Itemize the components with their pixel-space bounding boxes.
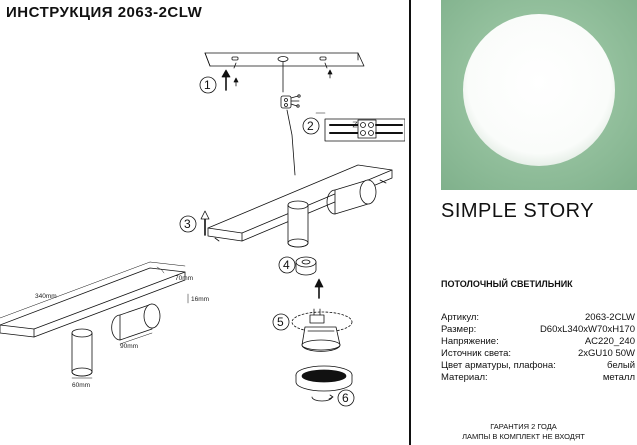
step-marker-1 bbox=[199, 76, 217, 94]
spec-row-light-source: Источник света: 2xGU10 50W bbox=[441, 348, 635, 360]
product-type: ПОТОЛОЧНЫЙ СВЕТИЛЬНИК bbox=[441, 279, 573, 289]
lamp-body-step3 bbox=[207, 164, 393, 248]
spec-value: 2xGU10 50W bbox=[577, 348, 635, 359]
spec-key: Напряжение: bbox=[441, 336, 499, 347]
step-number-5: 5 bbox=[277, 315, 284, 329]
step-number-4: 4 bbox=[283, 258, 290, 272]
spec-value: D60xL340xW70xH170 bbox=[539, 324, 635, 335]
socket-part bbox=[295, 256, 317, 276]
step-number-3: 3 bbox=[184, 217, 191, 231]
spec-key: Размер: bbox=[441, 324, 477, 335]
dimension-diameter: 60mm bbox=[72, 382, 90, 389]
step-marker-4 bbox=[278, 256, 296, 274]
dimension-shade-length: 90mm bbox=[120, 343, 138, 350]
lamp-globe bbox=[463, 14, 615, 166]
spec-value: 2063-2CLW bbox=[585, 312, 635, 323]
step-number-6: 6 bbox=[342, 391, 349, 405]
spec-row-color: Цвет арматуры, плафона: белый bbox=[441, 360, 635, 372]
step-marker-2 bbox=[302, 117, 320, 135]
spec-row-voltage: Напряжение: AC220_240 bbox=[441, 336, 635, 348]
spec-key: Материал: bbox=[441, 372, 488, 383]
spec-value: металл bbox=[602, 372, 635, 383]
step-number-1: 1 bbox=[204, 78, 211, 92]
step-marker-3 bbox=[179, 215, 197, 233]
spec-row-material: Материал: металл bbox=[441, 372, 635, 384]
terminal-connector bbox=[280, 94, 301, 109]
spec-value: AC220_240 bbox=[584, 336, 635, 347]
bulb-part bbox=[291, 308, 353, 352]
spec-row-size: Размер: D60xL340xW70xH170 bbox=[441, 324, 635, 336]
dimension-height: 16mm bbox=[191, 296, 209, 303]
dimension-width: 70mm bbox=[175, 275, 193, 282]
lens-ring-part bbox=[295, 365, 353, 392]
warranty-note: ГАРАНТИЯ 2 ГОДА ЛАМПЫ В КОМПЛЕКТ НЕ ВХОД… bbox=[410, 422, 637, 442]
dimension-drawing bbox=[0, 261, 189, 379]
spec-key: Артикул: bbox=[441, 312, 480, 323]
spec-key: Цвет арматуры, плафона: bbox=[441, 360, 556, 371]
assembly-diagram: 1 2 3 4 5 6 340mm 70mm 16mm 90mm 60mm bbox=[0, 52, 405, 407]
wiring-detail bbox=[324, 118, 405, 142]
brand-word-2: STORY bbox=[523, 200, 595, 222]
spec-row-article: Артикул: 2063-2CLW bbox=[441, 312, 635, 324]
spec-key: Источник света: bbox=[441, 348, 512, 359]
dimension-length: 340mm bbox=[35, 293, 57, 300]
spec-value: белый bbox=[607, 360, 635, 371]
brand-name: SIMPLE STORY bbox=[441, 200, 594, 223]
brand-word-1: SIMPLE bbox=[441, 200, 518, 222]
step-marker-5 bbox=[272, 313, 290, 331]
step-marker-6 bbox=[337, 389, 355, 407]
page-title: ИНСТРУКЦИЯ 2063-2CLW bbox=[6, 4, 203, 21]
lamps-not-included-line: ЛАМПЫ В КОМПЛЕКТ НЕ ВХОДЯТ bbox=[462, 432, 585, 441]
warranty-line: ГАРАНТИЯ 2 ГОДА bbox=[490, 422, 557, 431]
product-image bbox=[441, 0, 637, 190]
step-number-2: 2 bbox=[307, 119, 314, 133]
mounting-bracket bbox=[204, 52, 365, 69]
vertical-divider bbox=[409, 0, 411, 445]
